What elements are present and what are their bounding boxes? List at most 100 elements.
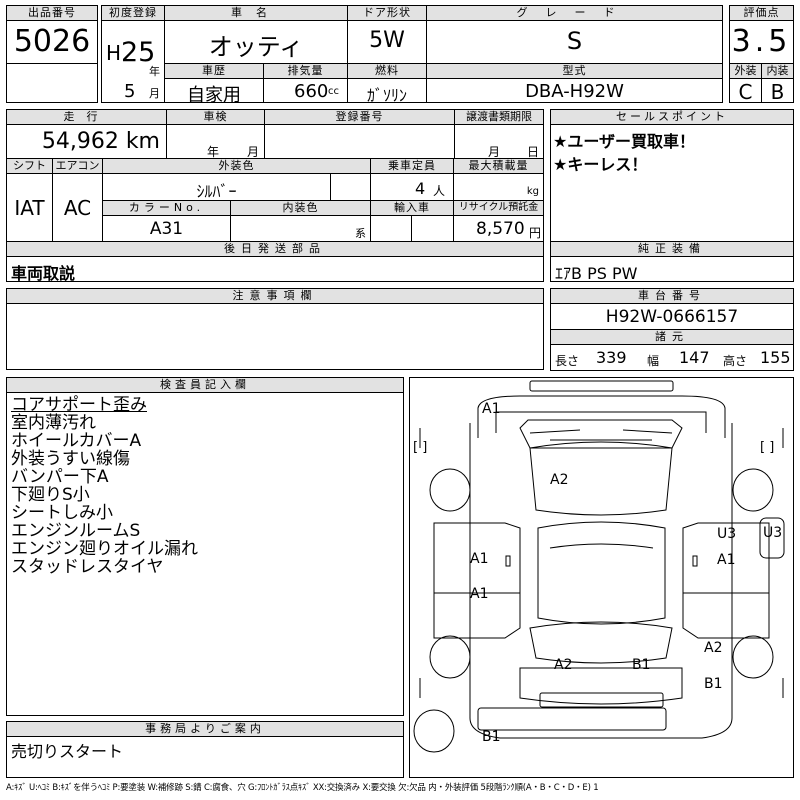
max-load-cell: kg: [453, 173, 544, 201]
diagram-rear-hatch: [519, 667, 683, 705]
inspector-note-1: コアサポート歪み: [11, 395, 147, 415]
lot-number: 5026: [13, 24, 91, 59]
equipment-value: ｴｱB PS PW: [555, 264, 638, 283]
diagram-wheel-fr: [732, 468, 774, 512]
diagram-roof: [537, 521, 666, 625]
transfer-label: 譲渡書類期限: [454, 109, 544, 125]
color-no-label: カラーNo.: [102, 200, 231, 216]
score-value: 3.5: [731, 24, 792, 59]
diagram-windshield-lines: [529, 429, 673, 441]
color-no-cell: A31: [102, 215, 231, 242]
caution-cell: [6, 303, 544, 370]
height-value: 155: [760, 348, 791, 367]
office-label: 事務局よりご案内: [6, 721, 404, 737]
chassis-label: 車台番号: [550, 288, 794, 304]
int-score-label: 内装: [761, 63, 794, 79]
mark-right-quarter-b: B1: [704, 676, 723, 692]
displacement-cell: 660 cc: [263, 78, 348, 103]
length-label: 長さ: [555, 354, 580, 368]
fuel-label: 燃料: [347, 63, 427, 79]
caution-label: 注意事項欄: [6, 288, 544, 304]
inspector-note-3: ホイールカバーA: [11, 431, 142, 451]
diagram-front-outline: [477, 395, 726, 438]
mark-rear-bumper: B1: [482, 729, 501, 745]
shift-label: シフト: [6, 158, 53, 174]
capacity-value: 4: [415, 179, 426, 198]
inspection-label: 車検: [166, 109, 265, 125]
transfer-month-unit: 月: [488, 145, 501, 159]
inspector-note-4: 外装うすい線傷: [11, 449, 130, 469]
model-value: DBA-H92W: [525, 81, 624, 102]
displacement-value: 660: [294, 81, 329, 102]
ext-score-label: 外装: [729, 63, 762, 79]
mark-right-front-u: U3: [717, 526, 737, 542]
model-cell: DBA-H92W: [426, 78, 723, 103]
mark-right-fender: U3: [763, 525, 783, 541]
door-cell: 5W: [347, 20, 427, 64]
import-label: 輸入車: [370, 200, 454, 216]
transfer-cell: 月 日: [454, 124, 544, 159]
door-label: ドア形状: [347, 5, 427, 21]
length-value: 339: [596, 348, 627, 367]
int-score: B: [770, 80, 785, 104]
office-value: 売切りスタート: [11, 742, 124, 761]
diagram-front-panel: [495, 411, 707, 433]
mark-right-quarter: A2: [704, 640, 723, 656]
inspector-note-10: スタッドレスタイヤ: [11, 557, 164, 577]
first-reg-month-unit: 月: [149, 87, 160, 100]
lot-cell: 5026: [6, 20, 98, 64]
inspection-month-unit: 月: [247, 145, 260, 159]
diagram-right-fender: [759, 517, 785, 559]
inspector-note-6: 下廻りS小: [11, 485, 90, 505]
first-reg-month: 5: [124, 81, 136, 102]
history-value: 自家用: [187, 85, 241, 106]
lot-label: 出品番号: [6, 5, 98, 21]
mileage-cell: 54,962 km: [6, 124, 167, 159]
shift-cell: IAT: [6, 173, 53, 242]
aircon-cell: AC: [52, 173, 103, 242]
inspection-cell: 年 月: [166, 124, 265, 159]
diagram-wheel-rl: [429, 635, 471, 679]
displacement-label: 排気量: [263, 63, 348, 79]
legend: A:ｷｽﾞ U:ﾍｺﾐ B:ｷｽﾞを伴うﾍｺﾐ P:要塗装 W:補修跡 S:錆 …: [6, 783, 599, 793]
diagram-rear-bumper: [539, 692, 664, 708]
recycle-cell: 8,570 円: [453, 215, 544, 242]
lot-empty-cell: [6, 63, 98, 103]
later-parts-value: 車両取説: [11, 264, 76, 283]
max-load-label: 最大積載量: [453, 158, 544, 174]
mark-right-front-door: A1: [717, 552, 736, 568]
dimensions-label: 諸元: [550, 329, 794, 345]
grade-cell: S: [426, 20, 723, 64]
first-reg-label: 初度登録: [101, 5, 165, 21]
diagram-handle-lf: [505, 555, 511, 567]
chassis-cell: H92W-0666157: [550, 303, 794, 330]
diagram-windshield: [519, 419, 683, 449]
later-parts-cell: 車両取説: [6, 256, 544, 283]
bracket-left: [ ]: [413, 440, 428, 455]
fuel-value: ｶﾞｿﾘﾝ: [366, 86, 407, 105]
sales-point-1: ★ユーザー買取車！: [553, 132, 696, 151]
max-load-unit: kg: [526, 186, 539, 197]
diagram-front-bumper: [529, 380, 674, 392]
bracket-right: [ ]: [760, 440, 775, 455]
aircon-label: エアコン: [52, 158, 103, 174]
shift-value: IAT: [14, 196, 45, 220]
diagram-right-front-door: [682, 522, 770, 594]
int-color-cell: 系: [230, 215, 371, 242]
car-diagram: A1 A2 A1 A1 U3 A1 U3 A2 B1 A2 B1 B1 [ ] …: [409, 377, 794, 778]
capacity-cell: 4 人: [370, 173, 454, 201]
sales-point-2: ★キーレス！: [553, 155, 648, 174]
diagram-body-outline: [469, 423, 733, 739]
score-cell: 3.5: [729, 20, 794, 64]
recycle-label: リサイクル預託金: [453, 200, 544, 216]
diagram-hood: [529, 441, 673, 516]
car-name-cell: オッティ: [164, 20, 348, 64]
mark-left-front-door: A1: [470, 551, 489, 567]
reg-no-cell: [264, 124, 455, 159]
mark-rear-right: B1: [632, 657, 651, 673]
history-label: 車歴: [164, 63, 264, 79]
capacity-label: 乗車定員: [370, 158, 454, 174]
diagram-left-rear-door: [433, 592, 521, 639]
diagram-handle-rf: [692, 555, 698, 567]
width-label: 幅: [647, 354, 660, 368]
